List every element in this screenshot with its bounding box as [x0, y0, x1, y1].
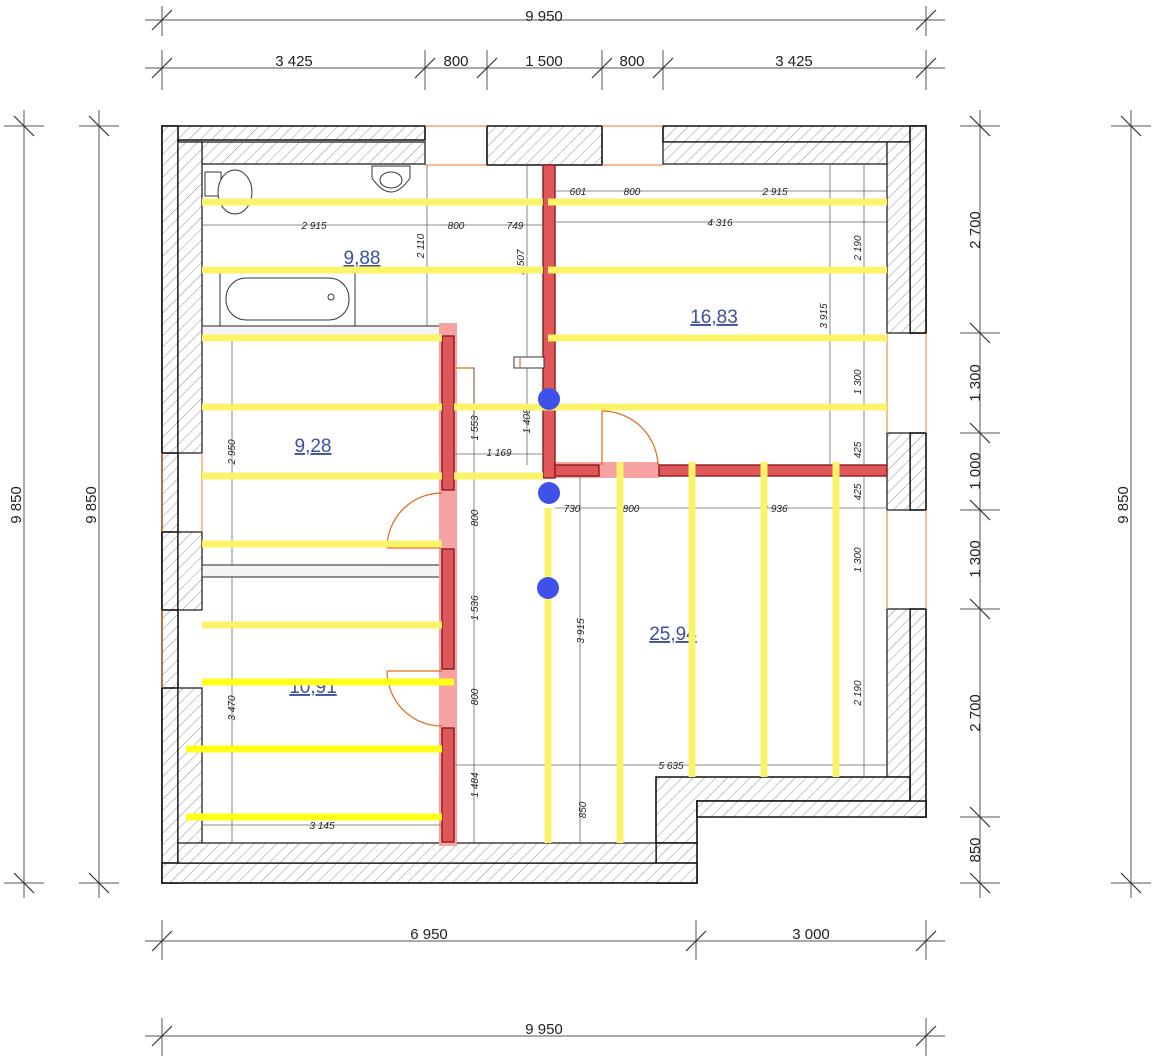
dim-h-601: 601 [570, 187, 587, 198]
bottom-total-dim: 9 950 [525, 1021, 563, 1038]
top-total-dim: 9 950 [525, 8, 563, 25]
right-outer-dim: 9 850 [1115, 486, 1132, 524]
dim-v-3915-a: 3 915 [819, 303, 830, 328]
left-outer-dim: 9 850 [8, 486, 25, 524]
dim-h-730: 730 [564, 504, 581, 515]
bathtub-icon [219, 269, 356, 329]
dim-v-425-b: 425 [853, 483, 864, 500]
top-seg-1: 3 425 [275, 53, 313, 70]
dim-h-5635: 5 635 [658, 761, 683, 772]
bottom-seg-1: 6 950 [410, 926, 448, 943]
sink-icon [371, 165, 411, 193]
shelf-strip [201, 564, 443, 578]
dim-v-1553: 1 553 [470, 415, 481, 440]
top-seg-5: 3 425 [775, 53, 813, 70]
interior-dim-lines [202, 165, 887, 843]
dim-h-800-b: 800 [624, 187, 641, 198]
room-area-room-w: 9,28 [295, 436, 332, 457]
dim-v-1300-a: 1 300 [853, 369, 864, 394]
dim-v-2190-a: 2 190 [853, 235, 864, 261]
dim-v-3470: 3 470 [227, 695, 238, 720]
right-seg-4: 1 300 [967, 540, 984, 578]
right-seg-6: 850 [967, 837, 984, 862]
dim-h-800-a: 800 [448, 221, 465, 232]
dim-v-1408: 1 408 [522, 408, 533, 433]
marker-point [538, 388, 560, 410]
room-area-bedroom-ne: 16,83 [690, 307, 738, 328]
room-area-living: 25,94 [649, 624, 697, 645]
top-seg-4: 800 [619, 53, 644, 70]
dim-v-425-a: 425 [853, 441, 864, 458]
dim-v-1536: 1 536 [470, 595, 481, 620]
markers [537, 388, 560, 599]
right-seg-1: 2 700 [967, 211, 984, 249]
room-area-bathroom: 9,88 [344, 248, 381, 269]
dim-v-800-b: 800 [470, 688, 481, 705]
marker-point [538, 482, 560, 504]
dim-v-800-a: 800 [470, 509, 481, 526]
dim-v-2110: 2 110 [416, 233, 427, 259]
top-seg-2: 800 [443, 53, 468, 70]
dim-v-2190-b: 2 190 [853, 680, 864, 706]
dim-h-2915-b: 2 915 [761, 187, 787, 198]
top-dimensions [145, 6, 945, 90]
dim-h-4316: 4 316 [707, 218, 732, 229]
toilet-icon [204, 169, 253, 215]
bottom-dimensions [145, 920, 945, 1056]
dim-h-800-c: 800 [623, 504, 640, 515]
dim-h-2936: 2 936 [761, 504, 787, 515]
dim-v-3915-b: 3 915 [576, 618, 587, 643]
right-seg-2: 1 300 [967, 364, 984, 402]
left-inner-dim: 9 850 [83, 486, 100, 524]
dim-h-2915-a: 2 915 [300, 221, 326, 232]
dim-v-850: 850 [578, 801, 589, 818]
dim-v-2950: 2 950 [227, 439, 238, 465]
dim-v-1300-b: 1 300 [853, 547, 864, 572]
dim-h-749: 749 [507, 221, 524, 232]
right-dimensions [960, 110, 1151, 898]
window-openings [161, 125, 927, 688]
bottom-seg-2: 3 000 [792, 926, 830, 943]
dim-v-1484: 1 484 [470, 772, 481, 797]
dim-h-1169: 1 169 [486, 448, 511, 459]
dim-v-2507: 2 507 [516, 249, 527, 275]
beam-highlights [186, 198, 887, 843]
dim-h-3145: 3 145 [309, 821, 334, 832]
top-seg-3: 1 500 [525, 53, 563, 70]
right-seg-5: 2 700 [967, 694, 984, 732]
left-dimensions [4, 110, 119, 898]
right-seg-3: 1 000 [967, 452, 984, 490]
marker-point [537, 577, 559, 599]
